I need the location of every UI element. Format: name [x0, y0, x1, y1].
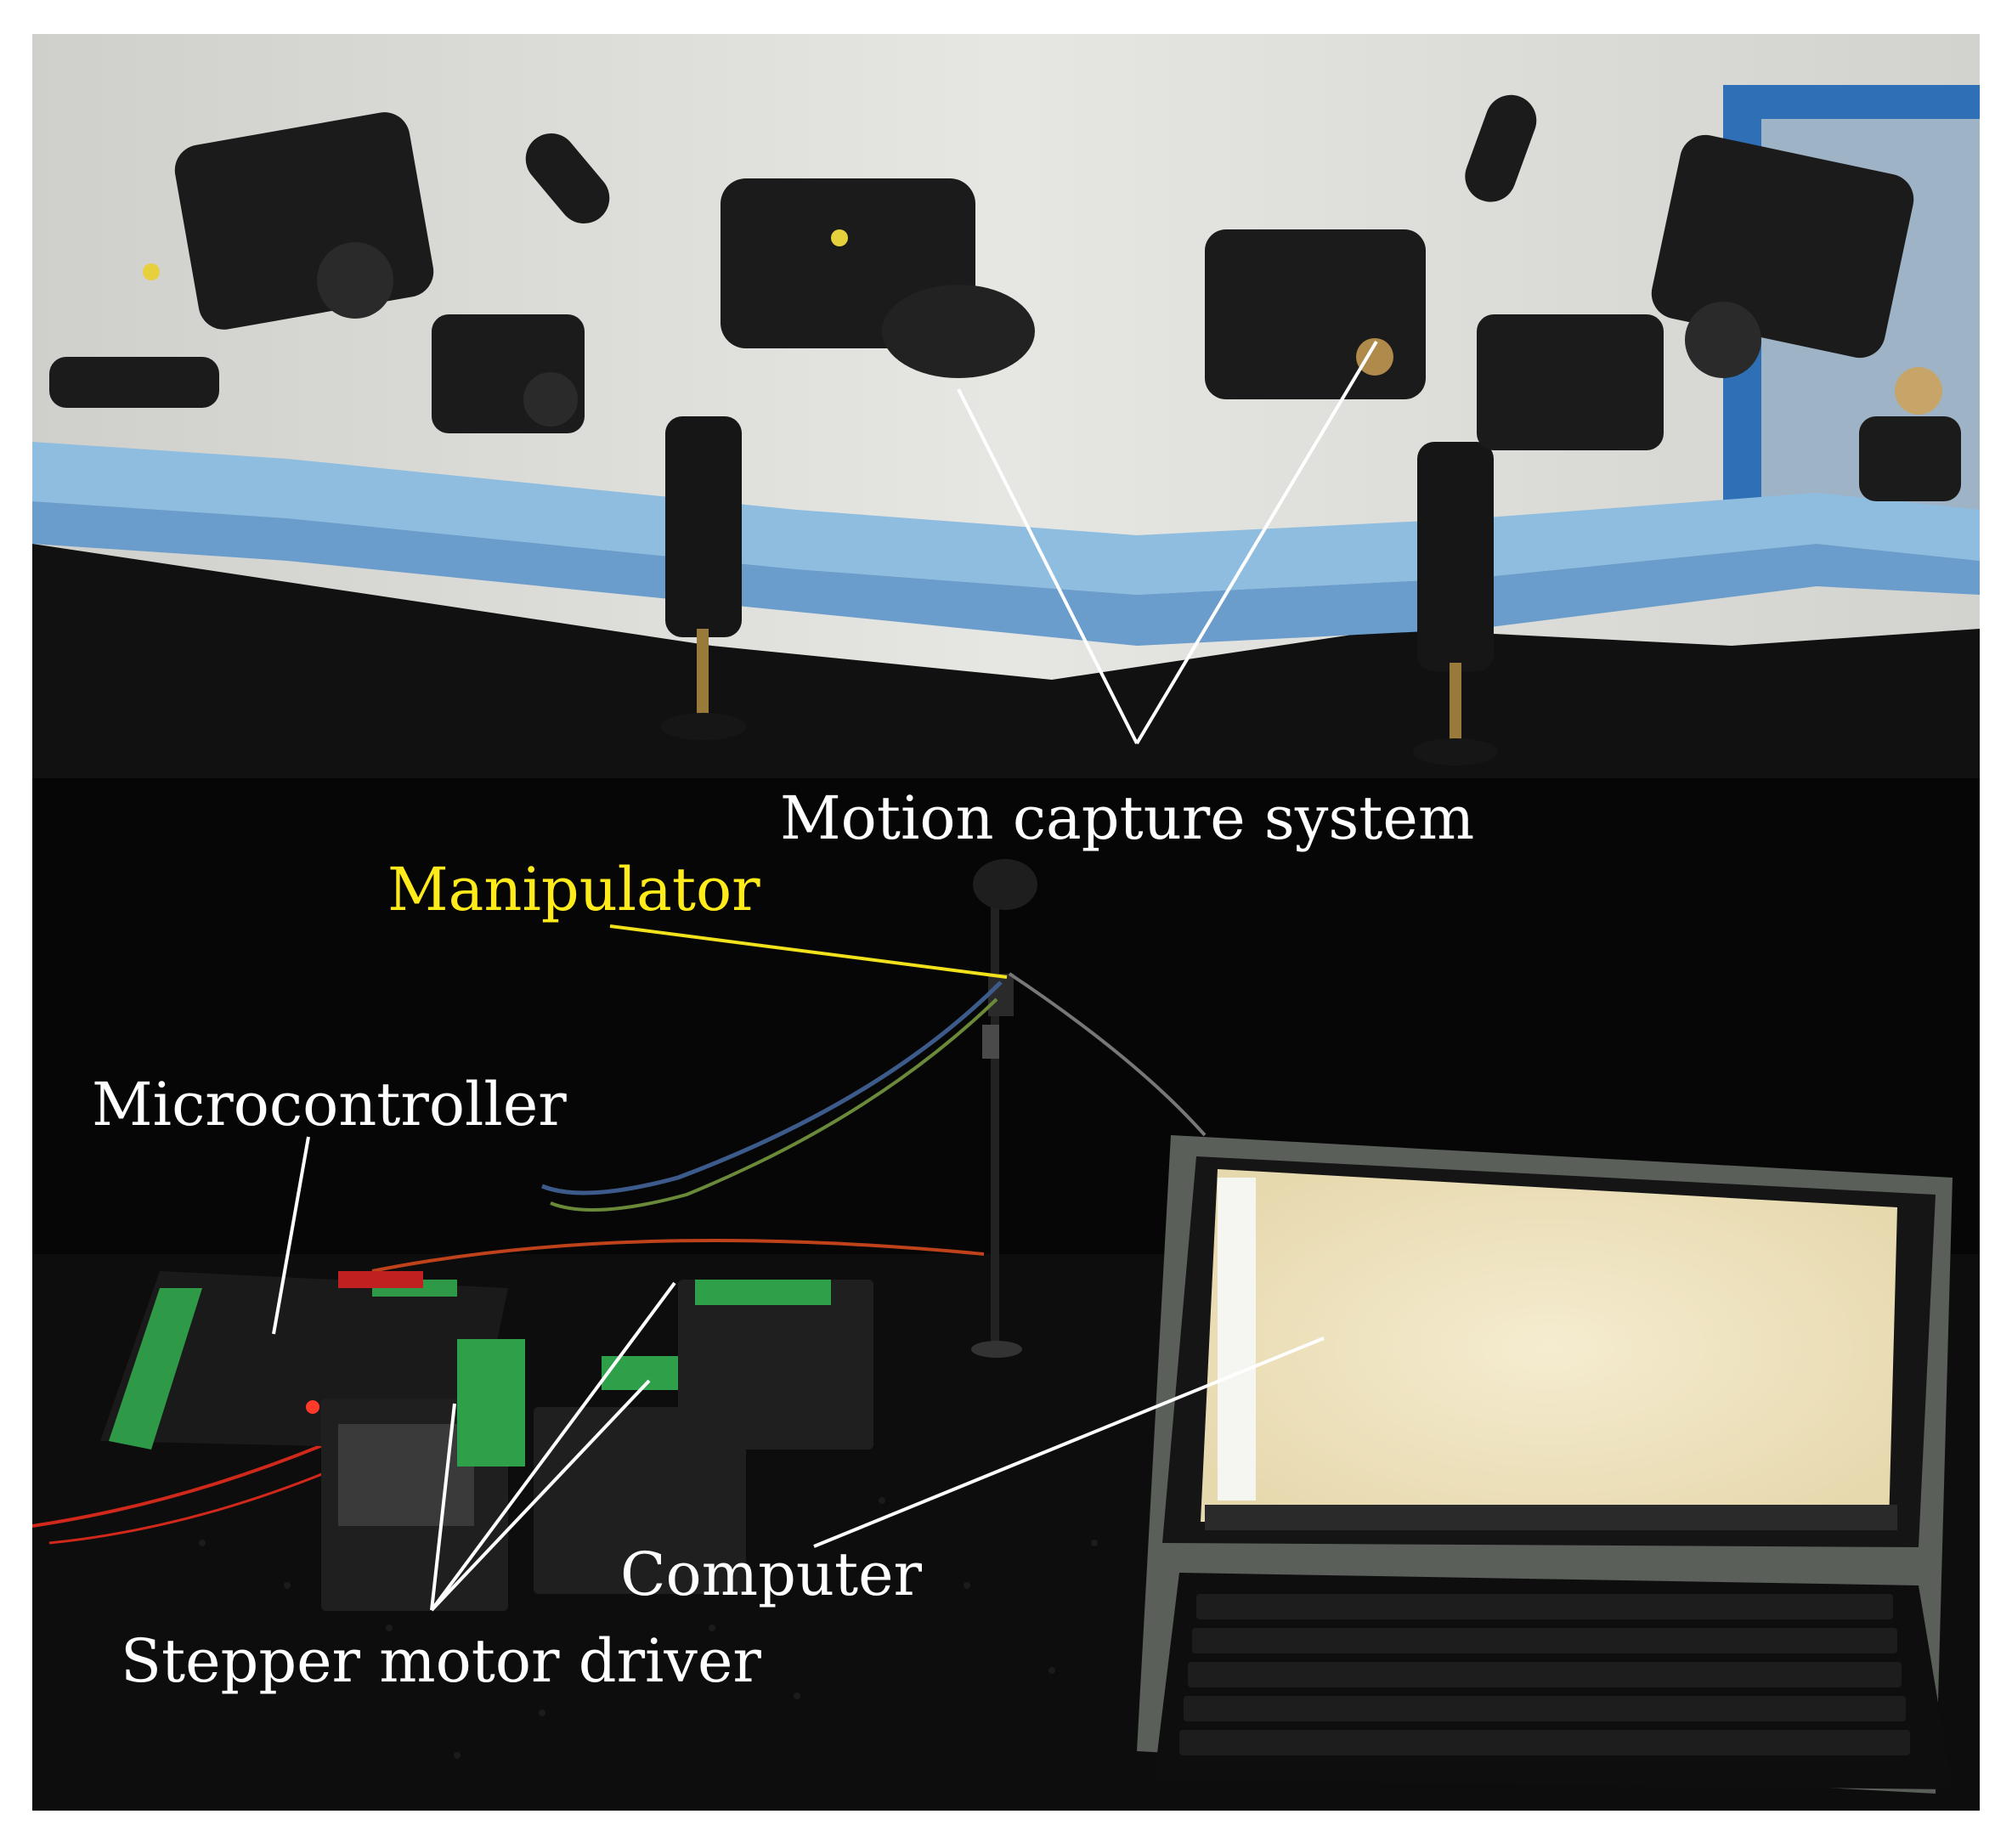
microcontroller-leader	[272, 1136, 310, 1335]
laptop	[1137, 1135, 1953, 1794]
stepper-drivers	[321, 1280, 873, 1611]
microcontroller-label: Microcontroller	[92, 1070, 567, 1139]
motion-capture-photo	[32, 34, 1980, 778]
manipulator-label: Manipulator	[387, 855, 760, 924]
driver-leader-1	[430, 1403, 456, 1611]
leader-lines	[272, 340, 1378, 1612]
stepper-driver-label: Stepper motor driver	[121, 1626, 761, 1696]
driver-leader-3	[430, 1281, 676, 1612]
computer-leader	[813, 1337, 1325, 1548]
computer-label: Computer	[620, 1540, 922, 1609]
driver-leader-2	[430, 1379, 651, 1612]
lab-setup-photo	[32, 778, 1980, 1811]
figure: Motion capture system Manipulator Microc…	[32, 34, 1980, 1811]
mocap-leader-right	[1135, 340, 1378, 745]
manipulator-arm	[971, 859, 1037, 1358]
motion-capture-label: Motion capture system	[780, 783, 1475, 853]
mocap-leader-left	[957, 388, 1139, 744]
manipulator-leader	[609, 924, 1008, 979]
